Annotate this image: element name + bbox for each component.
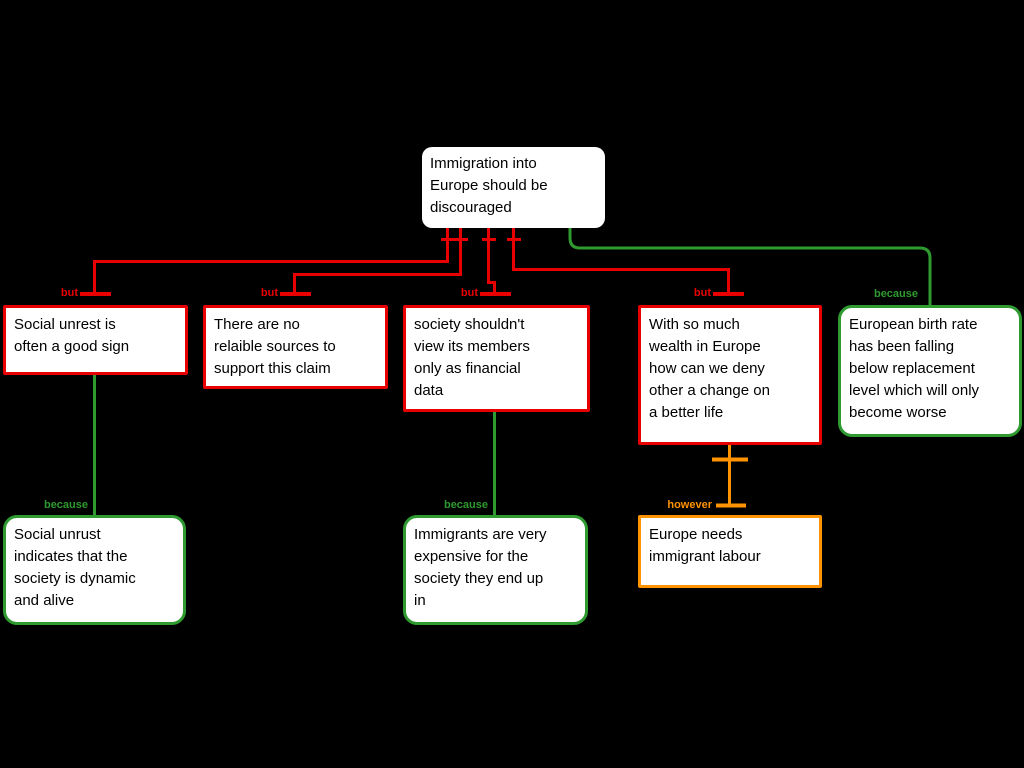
edge-but-4-line[interactable] — [512, 228, 730, 294]
edge-but-1-line[interactable] — [93, 228, 449, 294]
objection-node-1[interactable]: Social unrest is often a good sign — [3, 305, 188, 375]
edge-label-however[interactable]: however — [667, 499, 712, 511]
claim-node[interactable]: Immigration into Europe should be discou… — [422, 147, 605, 228]
edge-label-but-3[interactable]: but — [460, 287, 478, 299]
objection-node-3[interactable]: society shouldn't view its members only … — [403, 305, 590, 412]
support-node-birthrate[interactable]: European birth rate has been falling bel… — [838, 305, 1022, 437]
edge-label-because-mid[interactable]: because — [443, 499, 488, 511]
edge-label-but-2[interactable]: but — [260, 287, 278, 299]
objection-node-4[interactable]: With so much wealth in Europe how can we… — [638, 305, 822, 445]
rebuttal-node-labour[interactable]: Europe needs immigrant labour — [638, 515, 822, 588]
edge-label-but-1[interactable]: but — [60, 287, 78, 299]
edge-but-2-line[interactable] — [293, 228, 462, 294]
objection-node-2[interactable]: There are no relaible sources to support… — [203, 305, 388, 389]
edge-label-because-left[interactable]: because — [43, 499, 88, 511]
edge-but-3-line[interactable] — [487, 228, 496, 294]
edge-label-because-top[interactable]: because — [873, 288, 918, 300]
edge-because-top-line[interactable] — [568, 228, 932, 305]
support-node-expensive[interactable]: Immigrants are very expensive for the so… — [403, 515, 588, 625]
support-node-dynamic[interactable]: Social unrust indicates that the society… — [3, 515, 186, 625]
edge-label-but-4[interactable]: but — [693, 287, 711, 299]
